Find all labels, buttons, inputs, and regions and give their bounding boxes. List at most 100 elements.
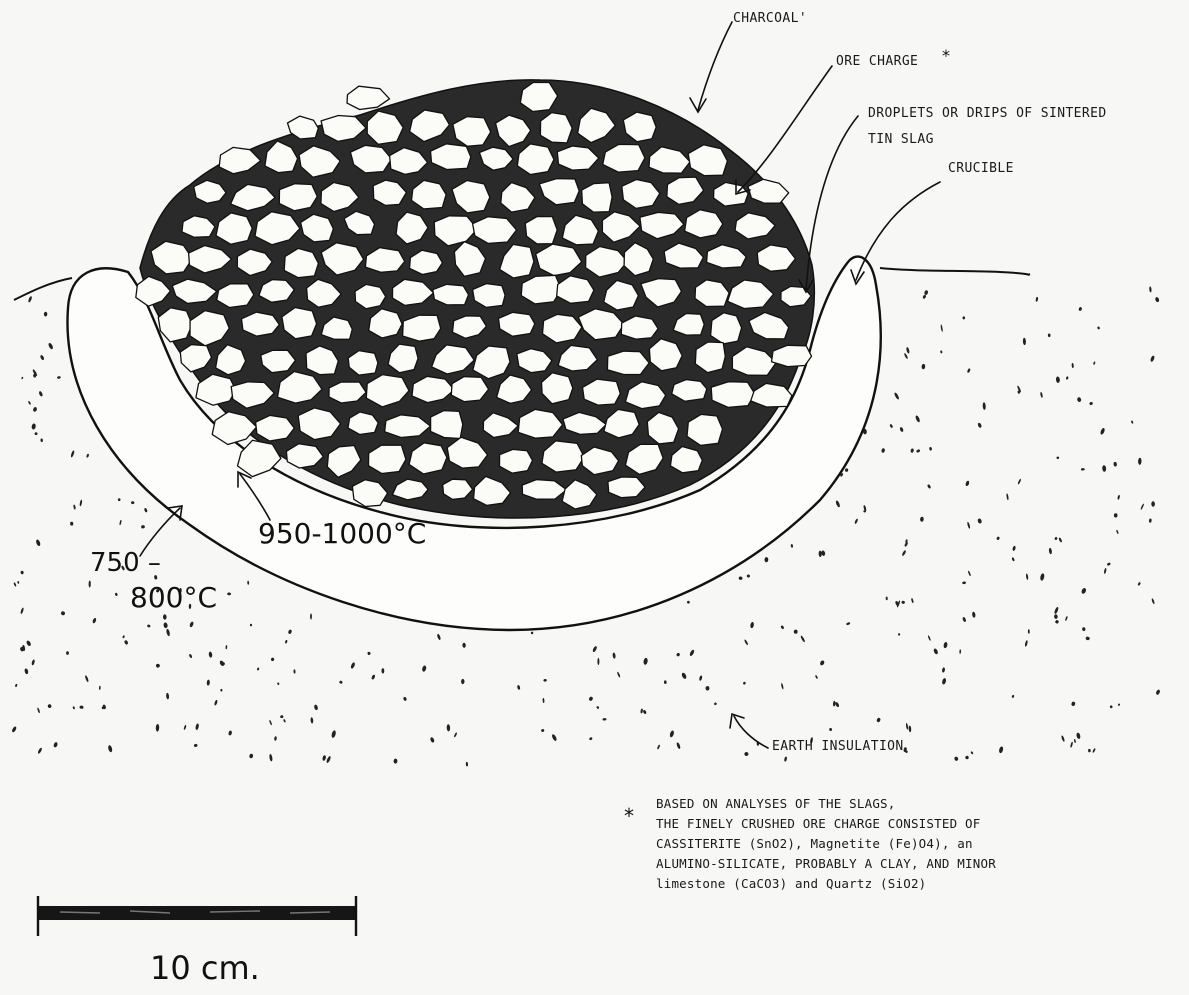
earth-speckle: [122, 635, 125, 638]
earth-speckle: [898, 633, 901, 636]
scale-bar: [38, 896, 356, 936]
earth-speckle: [1137, 582, 1141, 586]
earth-speckle: [1081, 468, 1085, 471]
earth-speckle: [314, 704, 319, 710]
earth-speckle: [1061, 735, 1065, 742]
earth-speckle: [750, 622, 755, 629]
earth-speckle: [941, 678, 946, 685]
earth-speckle: [1085, 636, 1089, 640]
earth-speckle: [1104, 568, 1107, 574]
earth-speckle: [1114, 513, 1118, 517]
earth-speckle: [1078, 307, 1082, 311]
earth-speckle: [517, 685, 521, 690]
earth-speckle: [194, 743, 198, 747]
earth-speckle: [1097, 326, 1100, 329]
earth-speckle: [743, 681, 747, 685]
earth-speckle: [942, 667, 946, 673]
earth-speckle: [13, 582, 16, 587]
charcoal-lump: [607, 351, 649, 374]
earth-speckle: [163, 622, 168, 628]
earth-speckle: [1071, 701, 1076, 706]
earth-speckle: [676, 652, 680, 657]
earth-speckle: [447, 724, 451, 731]
earth-speckle: [908, 725, 911, 732]
earth-speckle: [147, 624, 151, 628]
earth-speckle: [1149, 286, 1152, 292]
earth-speckle: [40, 355, 45, 361]
earth-speckle: [815, 675, 818, 679]
charcoal-label: CHARCOAL': [733, 12, 807, 25]
earth-speckle: [901, 550, 906, 557]
earth-speckle: [657, 744, 661, 749]
earth-speckle: [249, 753, 254, 758]
earth-speckle: [144, 508, 148, 513]
earth-speckle: [1138, 458, 1142, 465]
earth-speckle: [437, 633, 442, 640]
earth-speckle: [531, 632, 533, 635]
earth-speckle: [1017, 478, 1021, 484]
earth-speckle: [876, 717, 881, 722]
earth-speckle: [962, 581, 966, 584]
earth-speckle: [714, 702, 717, 705]
earth-speckle: [588, 696, 593, 701]
earth-speckle: [894, 392, 900, 400]
earth-speckle: [968, 571, 972, 577]
earth-speckle: [24, 668, 29, 674]
earth-speckle: [906, 723, 909, 730]
earth-insulation-label: EARTH INSULATION: [772, 740, 904, 753]
earth-speckle: [1055, 619, 1060, 624]
earth-speckle: [916, 449, 921, 453]
ore-charge-label: ORE CHARGE: [836, 55, 918, 68]
earth-speckle: [1100, 427, 1106, 435]
earth-speckle: [310, 717, 313, 723]
earth-speckle: [89, 580, 91, 587]
earth-speckle: [156, 724, 160, 732]
footnote-line: CASSITERITE (SnO2), Magnetite (Fe)O4), a…: [656, 838, 996, 851]
earth-speckle: [791, 544, 794, 548]
earth-speckle: [910, 448, 914, 453]
earth-speckle: [970, 751, 973, 755]
earth-speckle: [1011, 557, 1015, 562]
earth-speckle: [70, 450, 75, 458]
earth-speckle: [214, 700, 218, 706]
earth-speckle: [967, 368, 971, 373]
earth-speckle: [854, 518, 858, 524]
earth-speckle: [921, 364, 925, 370]
earth-speckle: [1117, 495, 1120, 500]
earth-speckle: [350, 662, 356, 669]
earth-speckle: [33, 407, 38, 413]
earth-speckle: [998, 746, 1003, 754]
earth-speckle: [1056, 456, 1059, 459]
earth-speckle: [466, 762, 469, 767]
earth-speckle: [794, 630, 798, 634]
earth-speckle: [1049, 548, 1053, 555]
arrow-charcoal: [698, 22, 732, 110]
earth-speckle: [744, 639, 749, 645]
earth-speckle: [962, 316, 965, 319]
ground-line-left: [14, 278, 72, 300]
earth-speckle: [1093, 361, 1096, 365]
earth-speckle: [1070, 741, 1073, 747]
earth-speckle: [915, 415, 921, 423]
earth-speckle: [929, 447, 932, 451]
earth-speckle: [1040, 392, 1043, 398]
earth-speckle: [596, 706, 599, 710]
charcoal-lump: [355, 284, 386, 308]
earth-speckle: [706, 686, 710, 690]
earth-speckle: [899, 427, 904, 433]
earth-speckle: [1113, 462, 1117, 467]
earth-speckle: [367, 651, 371, 655]
earth-speckle: [381, 668, 384, 673]
earth-speckle: [247, 581, 249, 585]
earth-speckle: [1012, 546, 1016, 552]
charcoal-lump: [500, 449, 533, 473]
earth-speckle: [393, 758, 397, 763]
outer-temperature-label-bottom: 800°C: [130, 584, 217, 612]
earth-speckle: [283, 719, 286, 723]
earth-speckle: [269, 720, 272, 726]
earth-speckle: [461, 679, 465, 684]
earth-speckle: [781, 683, 784, 690]
earth-speckle: [829, 728, 832, 731]
earth-speckle: [764, 557, 768, 562]
earth-speckle: [322, 755, 327, 761]
